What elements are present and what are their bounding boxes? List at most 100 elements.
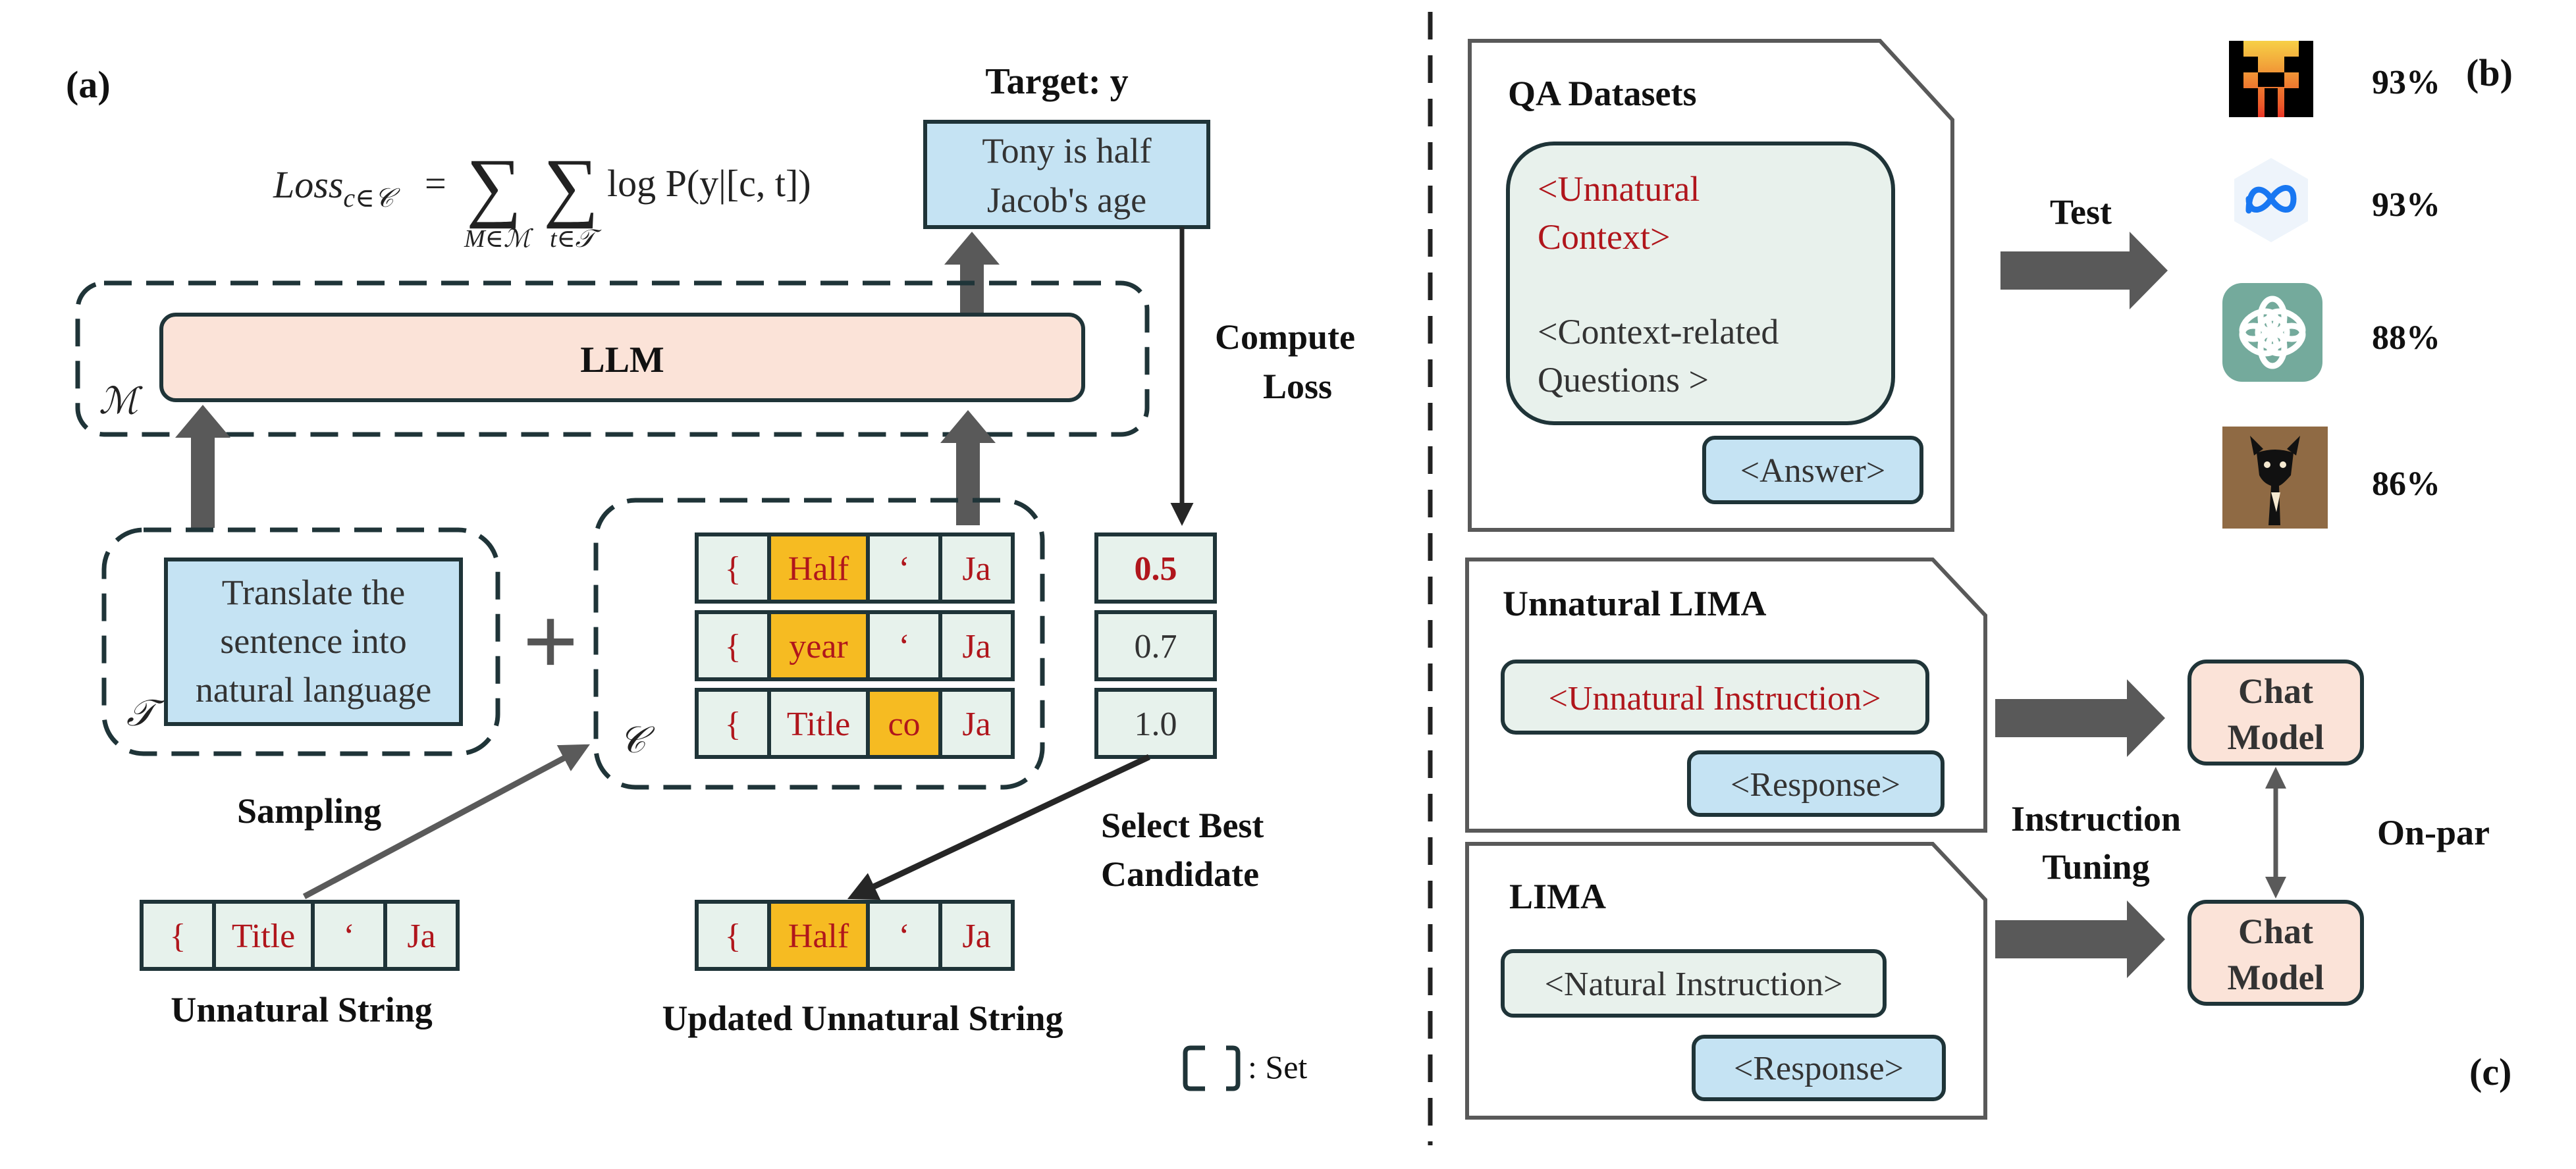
instruction-tuning-label-line2: Tuning: [2042, 847, 2149, 887]
candidate-row-3-token-3: Ja: [962, 706, 990, 743]
context-questions-line2: Questions >: [1538, 360, 1709, 400]
panel-c-label: (c): [2469, 1051, 2511, 1093]
updated-string-cell-1: [767, 900, 870, 971]
candidate-row-1-cell-2: [866, 533, 942, 604]
llm-box: [159, 313, 1085, 402]
set-t-symbol: 𝒯: [126, 693, 165, 734]
template-text-line1: Translate the: [222, 573, 405, 612]
formula-rhs: log P(y|[c, t]): [607, 162, 811, 205]
model-scores: 93%93%88%86%: [2372, 64, 2440, 503]
candidate-row-2-cell-3: [938, 610, 1015, 681]
candidate-row-1-token-1: Half: [788, 550, 849, 588]
context-box: [1506, 142, 1895, 425]
formula-loss-word: Loss: [273, 163, 343, 206]
candidate-row-3-cell-0: [695, 688, 771, 759]
response-box-2: [1692, 1035, 1946, 1101]
meta-logo-icon: [2234, 158, 2308, 242]
candidates-to-llm-arrow: [940, 410, 996, 525]
model-score-1: 93%: [2372, 64, 2440, 101]
unnatural-string-cell-2: [311, 900, 387, 971]
set-legend-icon: [1183, 1045, 1241, 1091]
unnatural-lima-tuning-arrow: [1995, 679, 2165, 757]
formula-sum1-subscript: M∈ℳ: [464, 225, 534, 253]
loss-box-3: [1094, 688, 1217, 759]
updated-string-token-1: Half: [788, 918, 849, 955]
unnatural-string-cell-3: [383, 900, 460, 971]
candidate-row-3-token-1: Title: [787, 706, 850, 743]
natural-instruction-box: [1501, 949, 1887, 1018]
test-label: Test: [2050, 192, 2112, 232]
candidate-row-1-cell-0: [695, 533, 771, 604]
lima-title: LIMA: [1509, 877, 1606, 916]
updated-string-cell-2: [866, 900, 942, 971]
set-t-dashed-border: [101, 527, 500, 756]
formula-sum2-subscript: t∈𝒯: [550, 225, 602, 253]
candidate-row-3-cell-3: [938, 688, 1015, 759]
template-box: [164, 558, 463, 726]
set-c-symbol: 𝒞: [619, 720, 655, 761]
select-best-arrow: [847, 754, 1150, 900]
vicuna-logo-icon: [2222, 427, 2328, 529]
updated-string-tokens: {Half‘Ja: [695, 900, 1015, 971]
response-box-1: [1687, 750, 1945, 817]
response-text-2: <Response>: [1734, 1050, 1904, 1087]
unnatural-string-token-2: ‘: [343, 918, 354, 955]
candidate-row-1-token-3: Ja: [962, 550, 990, 588]
chat-model-1-line2: Model: [2228, 717, 2324, 757]
mistral-logo-icon: [2229, 41, 2313, 117]
target-label: Target: y: [985, 61, 1128, 102]
updated-string-cell-3: [938, 900, 1015, 971]
unnatural-string-token-1: Title: [232, 918, 295, 955]
set-legend-label: : Set: [1248, 1049, 1307, 1085]
lima-tuning-arrow: [1995, 900, 2165, 978]
unnatural-string-cell-0: [140, 900, 216, 971]
unnatural-string-token-3: Ja: [407, 918, 435, 955]
unnatural-context-line2: Context>: [1538, 217, 1670, 257]
sum-symbol-2: ∑: [543, 143, 599, 229]
unnatural-string-tokens: {Title‘Ja: [140, 900, 460, 971]
set-c-dashed-border: [593, 498, 1045, 790]
instruction-tuning-label-line1: Instruction: [2011, 799, 2181, 839]
target-text-line1: Tony is half: [982, 131, 1151, 170]
model-score-3: 88%: [2372, 319, 2440, 357]
candidate-row-3-cell-2: [866, 688, 942, 759]
compute-loss-label-line2: Loss: [1263, 367, 1332, 406]
natural-instruction-text: <Natural Instruction>: [1545, 966, 1843, 1003]
chat-model-2-line1: Chat: [2238, 912, 2313, 951]
template-to-llm-arrow: [175, 405, 230, 528]
template-text-line3: natural language: [196, 670, 431, 710]
candidate-row-1-token-0: {: [725, 550, 741, 588]
candidate-row-2-token-1: year: [789, 628, 847, 665]
panel-b-label: (b): [2466, 51, 2513, 94]
unnatural-lima-title: Unnatural LIMA: [1503, 584, 1767, 623]
formula-loss-subscript: c∈𝒞: [343, 183, 400, 213]
sampling-label: Sampling: [237, 791, 381, 831]
sum-symbol-1: ∑: [466, 143, 522, 229]
loss-box-1: [1094, 533, 1217, 604]
template-text-line2: sentence into: [220, 621, 406, 661]
candidate-row-3-token-2: co: [888, 706, 920, 743]
chat-model-2-line2: Model: [2228, 958, 2324, 997]
select-best-label-line1: Select Best: [1101, 806, 1264, 845]
chat-model-box-1: [2187, 660, 2364, 766]
on-par-double-arrow: [2265, 767, 2286, 898]
candidate-row-1-token-2: ‘: [898, 550, 909, 588]
model-score-4: 86%: [2372, 465, 2440, 503]
llm-label: LLM: [580, 340, 664, 380]
compute-loss-label-line1: Compute: [1215, 317, 1355, 357]
sampling-arrow: [302, 744, 590, 899]
candidate-row-3-token-0: {: [725, 706, 741, 743]
unnatural-instruction-text: <Unnatural Instruction>: [1549, 680, 1881, 717]
loss-box-2: [1094, 610, 1217, 681]
plus-sign: +: [522, 587, 578, 696]
candidate-row-1-cell-3: [938, 533, 1015, 604]
target-box: [923, 120, 1210, 229]
response-text-1: <Response>: [1731, 766, 1900, 804]
qa-datasets-title: QA Datasets: [1508, 74, 1696, 113]
candidate-row-2-token-3: Ja: [962, 628, 990, 665]
candidate-row-2-token-0: {: [725, 628, 741, 665]
loss-value-2: 0.7: [1135, 628, 1177, 665]
unnatural-string-caption: Unnatural String: [171, 990, 433, 1029]
updated-string-token-2: ‘: [898, 918, 909, 955]
